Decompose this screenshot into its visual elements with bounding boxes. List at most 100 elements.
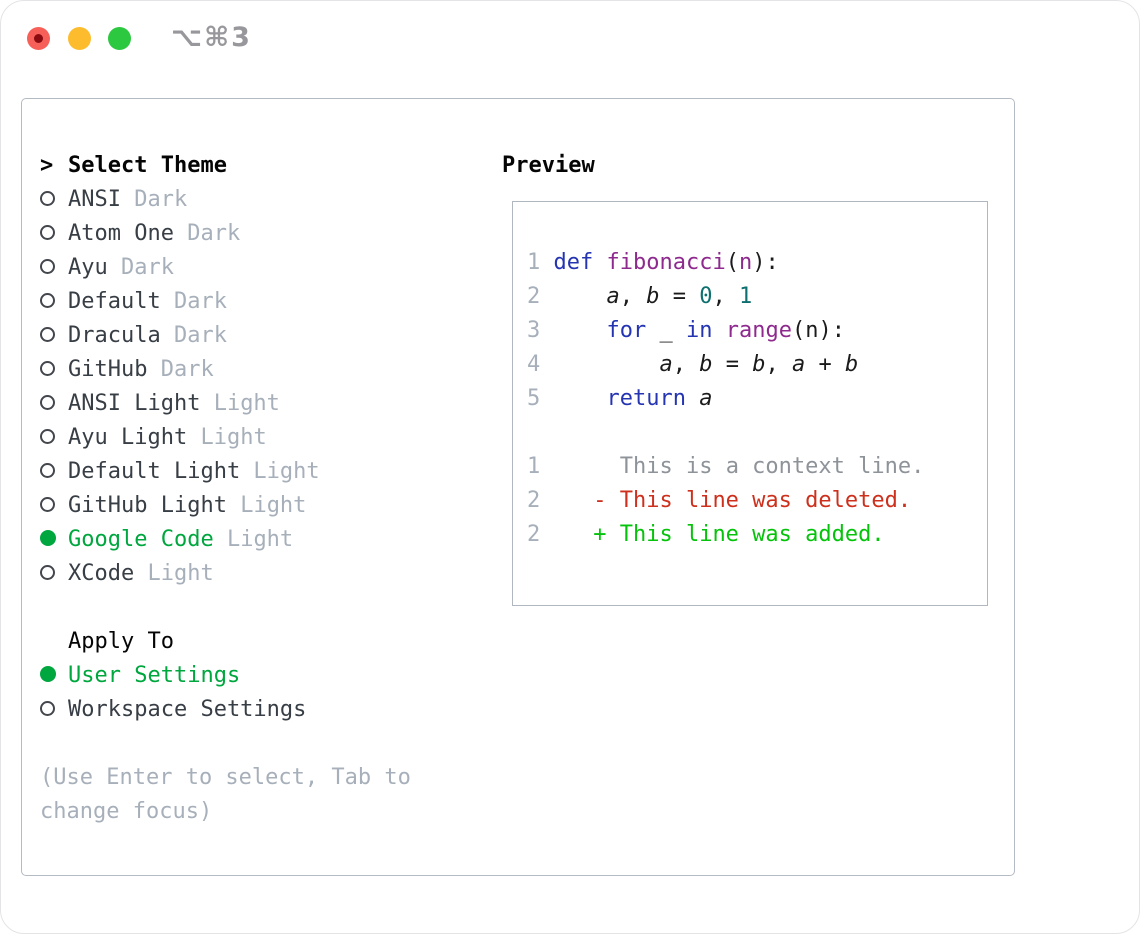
theme-variant-label: Light: [240, 459, 320, 484]
preview-column: Preview 1 def fibonacci(n):2 a, b = 0, 1…: [502, 149, 1002, 875]
preview-title: Preview: [502, 153, 595, 178]
token-pl: [540, 488, 593, 513]
token-pl: [540, 386, 606, 411]
theme-option-github[interactable]: GitHub Dark: [40, 353, 502, 387]
help-text: (Use Enter to select, Tab to change focu…: [40, 765, 411, 824]
token-ln: 2: [527, 284, 541, 309]
radio-icon: [40, 319, 68, 353]
option-label: XCode: [68, 561, 135, 586]
token-add: + This line was added.: [593, 522, 885, 547]
unsaved-dot: [34, 34, 43, 43]
option-label: Dracula: [68, 323, 161, 348]
theme-option-xcode[interactable]: XCode Light: [40, 557, 502, 591]
theme-option-github-light[interactable]: GitHub Light Light: [40, 489, 502, 523]
token-pl: ,: [712, 284, 739, 309]
theme-option-ayu-light[interactable]: Ayu Light Light: [40, 421, 502, 455]
preview-line: [527, 416, 987, 450]
token-pl: =: [659, 284, 700, 309]
token-pl: [540, 454, 619, 479]
radio-circle: [40, 224, 55, 240]
token-pl: ,: [765, 352, 792, 377]
apply-option-workspace-settings[interactable]: Workspace Settings: [40, 693, 502, 727]
radio-circle: [40, 700, 55, 716]
token-fn: fibonacci: [606, 250, 726, 275]
theme-option-default[interactable]: Default Dark: [40, 285, 502, 319]
radio-circle: [40, 190, 55, 206]
token-pl: [540, 318, 606, 343]
token-ctx: This is a context line.: [619, 454, 925, 479]
radio-icon: [40, 183, 68, 217]
radio-circle: [40, 394, 55, 410]
preview-line: 3 for _ in range(n):: [527, 314, 987, 348]
theme-variant-label: Dark: [147, 357, 214, 382]
option-label: Atom One: [68, 221, 174, 246]
theme-option-atom-one[interactable]: Atom One Dark: [40, 217, 502, 251]
token-pl: [540, 284, 606, 309]
preview-line: 5 return a: [527, 382, 987, 416]
option-label: ANSI Light: [68, 391, 201, 416]
radio-icon: [40, 217, 68, 251]
radio-selected-icon: [40, 523, 68, 557]
token-pl: [540, 352, 659, 377]
token-pl: [686, 386, 699, 411]
option-label: Ayu: [68, 255, 108, 280]
option-label: GitHub: [68, 357, 148, 382]
theme-option-dracula[interactable]: Dracula Dark: [40, 319, 502, 353]
option-label: Workspace Settings: [68, 697, 307, 722]
theme-option-default-light[interactable]: Default Light Light: [40, 455, 502, 489]
theme-variant-label: Dark: [160, 289, 227, 314]
close-button[interactable]: [27, 27, 50, 50]
radio-icon: [40, 387, 68, 421]
theme-variant-label: Dark: [107, 255, 174, 280]
token-var: b: [699, 352, 713, 377]
token-pl: [712, 318, 725, 343]
apply-option-user-settings[interactable]: User Settings: [40, 659, 502, 693]
token-pl: _: [646, 318, 686, 343]
theme-variant-label: Light: [213, 527, 294, 552]
theme-option-google-code[interactable]: Google Code Light: [40, 523, 502, 557]
theme-option-ansi-light[interactable]: ANSI Light Light: [40, 387, 502, 421]
radio-selected-icon: [40, 659, 68, 693]
theme-variant-label: Light: [200, 391, 280, 416]
theme-variant-label: Dark: [120, 187, 188, 212]
token-var: a: [659, 352, 673, 377]
token-pl: [593, 250, 606, 275]
token-ln: 4: [527, 352, 541, 377]
theme-option-ayu[interactable]: Ayu Dark: [40, 251, 502, 285]
token-ln: 5: [527, 386, 541, 411]
token-kw: for: [606, 318, 647, 343]
radio-icon: [40, 251, 68, 285]
radio-icon: [40, 353, 68, 387]
prompt-caret: >: [40, 153, 54, 178]
token-num: 0: [699, 284, 713, 309]
radio-icon: [40, 489, 68, 523]
option-label: Default Light: [68, 459, 241, 484]
option-label: User Settings: [68, 663, 241, 688]
minimize-button[interactable]: [68, 27, 91, 50]
token-var: a: [606, 284, 620, 309]
radio-icon: [40, 557, 68, 591]
token-prm: n: [738, 250, 753, 275]
token-del: - This line was deleted.: [593, 488, 912, 513]
title-bar: ⌥⌘3: [1, 1, 1139, 98]
radio-circle: [40, 428, 55, 444]
token-pl: (: [725, 250, 739, 275]
option-label: ANSI: [68, 187, 121, 212]
preview-line: 1 This is a context line.: [527, 450, 987, 484]
option-label: Default: [68, 289, 161, 314]
radio-icon: [40, 421, 68, 455]
token-pl: ,: [619, 284, 647, 309]
theme-option-ansi[interactable]: ANSI Dark: [40, 183, 502, 217]
apply-to-header: Apply To: [40, 625, 502, 659]
token-kw: return: [606, 386, 686, 411]
radio-icon: [40, 455, 68, 489]
radio-circle: [40, 666, 56, 682]
token-ln: 2: [527, 522, 541, 547]
zoom-button[interactable]: [108, 27, 131, 50]
token-ln: 2: [527, 488, 541, 513]
preview-line: 2 - This line was deleted.: [527, 484, 987, 518]
